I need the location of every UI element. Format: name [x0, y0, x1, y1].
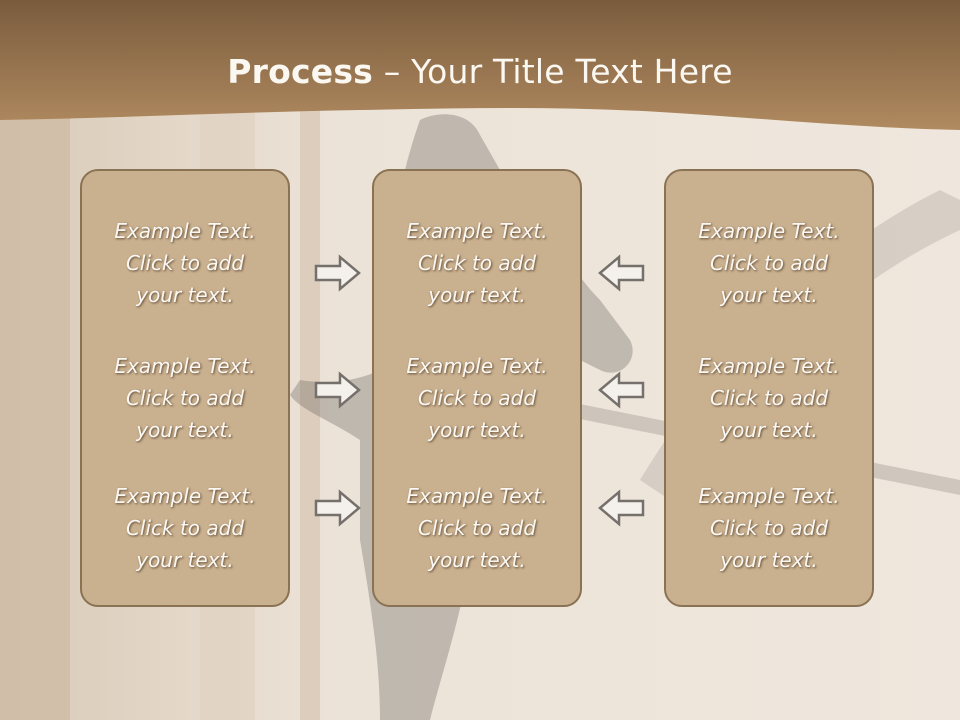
text-line: Click to add: [709, 386, 829, 410]
text-line: Click to add: [709, 516, 829, 540]
text-block[interactable]: Example Text. Click to add your text.: [666, 350, 872, 446]
text-line: Example Text.: [114, 219, 256, 243]
text-block[interactable]: Example Text. Click to add your text.: [374, 350, 580, 446]
text-line: Example Text.: [698, 484, 840, 508]
arrow-left-icon: [598, 371, 645, 409]
text-block[interactable]: Example Text. Click to add your text.: [82, 350, 288, 446]
text-line: your text.: [136, 418, 234, 442]
text-block[interactable]: Example Text. Click to add your text.: [374, 215, 580, 311]
text-line: Click to add: [125, 516, 245, 540]
text-block[interactable]: Example Text. Click to add your text.: [82, 215, 288, 311]
text-line: Example Text.: [114, 484, 256, 508]
text-line: your text.: [720, 418, 818, 442]
text-line: Click to add: [417, 516, 537, 540]
text-line: Example Text.: [698, 354, 840, 378]
slide-title[interactable]: Process – Your Title Text Here: [0, 52, 960, 91]
arrow-left-icon: [598, 254, 645, 292]
text-block[interactable]: Example Text. Click to add your text.: [666, 215, 872, 311]
text-line: your text.: [428, 418, 526, 442]
text-line: your text.: [136, 548, 234, 572]
process-box-center[interactable]: Example Text. Click to add your text. Ex…: [372, 169, 582, 607]
arrow-right-icon: [314, 371, 361, 409]
text-block[interactable]: Example Text. Click to add your text.: [374, 480, 580, 576]
text-line: Example Text.: [406, 484, 548, 508]
text-line: your text.: [720, 548, 818, 572]
text-block[interactable]: Example Text. Click to add your text.: [82, 480, 288, 576]
text-block[interactable]: Example Text. Click to add your text.: [666, 480, 872, 576]
text-line: Click to add: [417, 251, 537, 275]
text-line: Example Text.: [406, 354, 548, 378]
text-line: your text.: [136, 283, 234, 307]
text-line: Example Text.: [406, 219, 548, 243]
arrow-right-icon: [314, 489, 361, 527]
text-line: Example Text.: [698, 219, 840, 243]
text-line: Click to add: [709, 251, 829, 275]
process-box-left[interactable]: Example Text. Click to add your text. Ex…: [80, 169, 290, 607]
text-line: your text.: [428, 283, 526, 307]
text-line: your text.: [720, 283, 818, 307]
title-bold: Process: [227, 52, 374, 91]
text-line: your text.: [428, 548, 526, 572]
arrow-left-icon: [598, 489, 645, 527]
process-box-right[interactable]: Example Text. Click to add your text. Ex…: [664, 169, 874, 607]
text-line: Click to add: [417, 386, 537, 410]
title-rest: – Your Title Text Here: [373, 52, 733, 91]
text-line: Example Text.: [114, 354, 256, 378]
arrow-right-icon: [314, 254, 361, 292]
text-line: Click to add: [125, 386, 245, 410]
text-line: Click to add: [125, 251, 245, 275]
